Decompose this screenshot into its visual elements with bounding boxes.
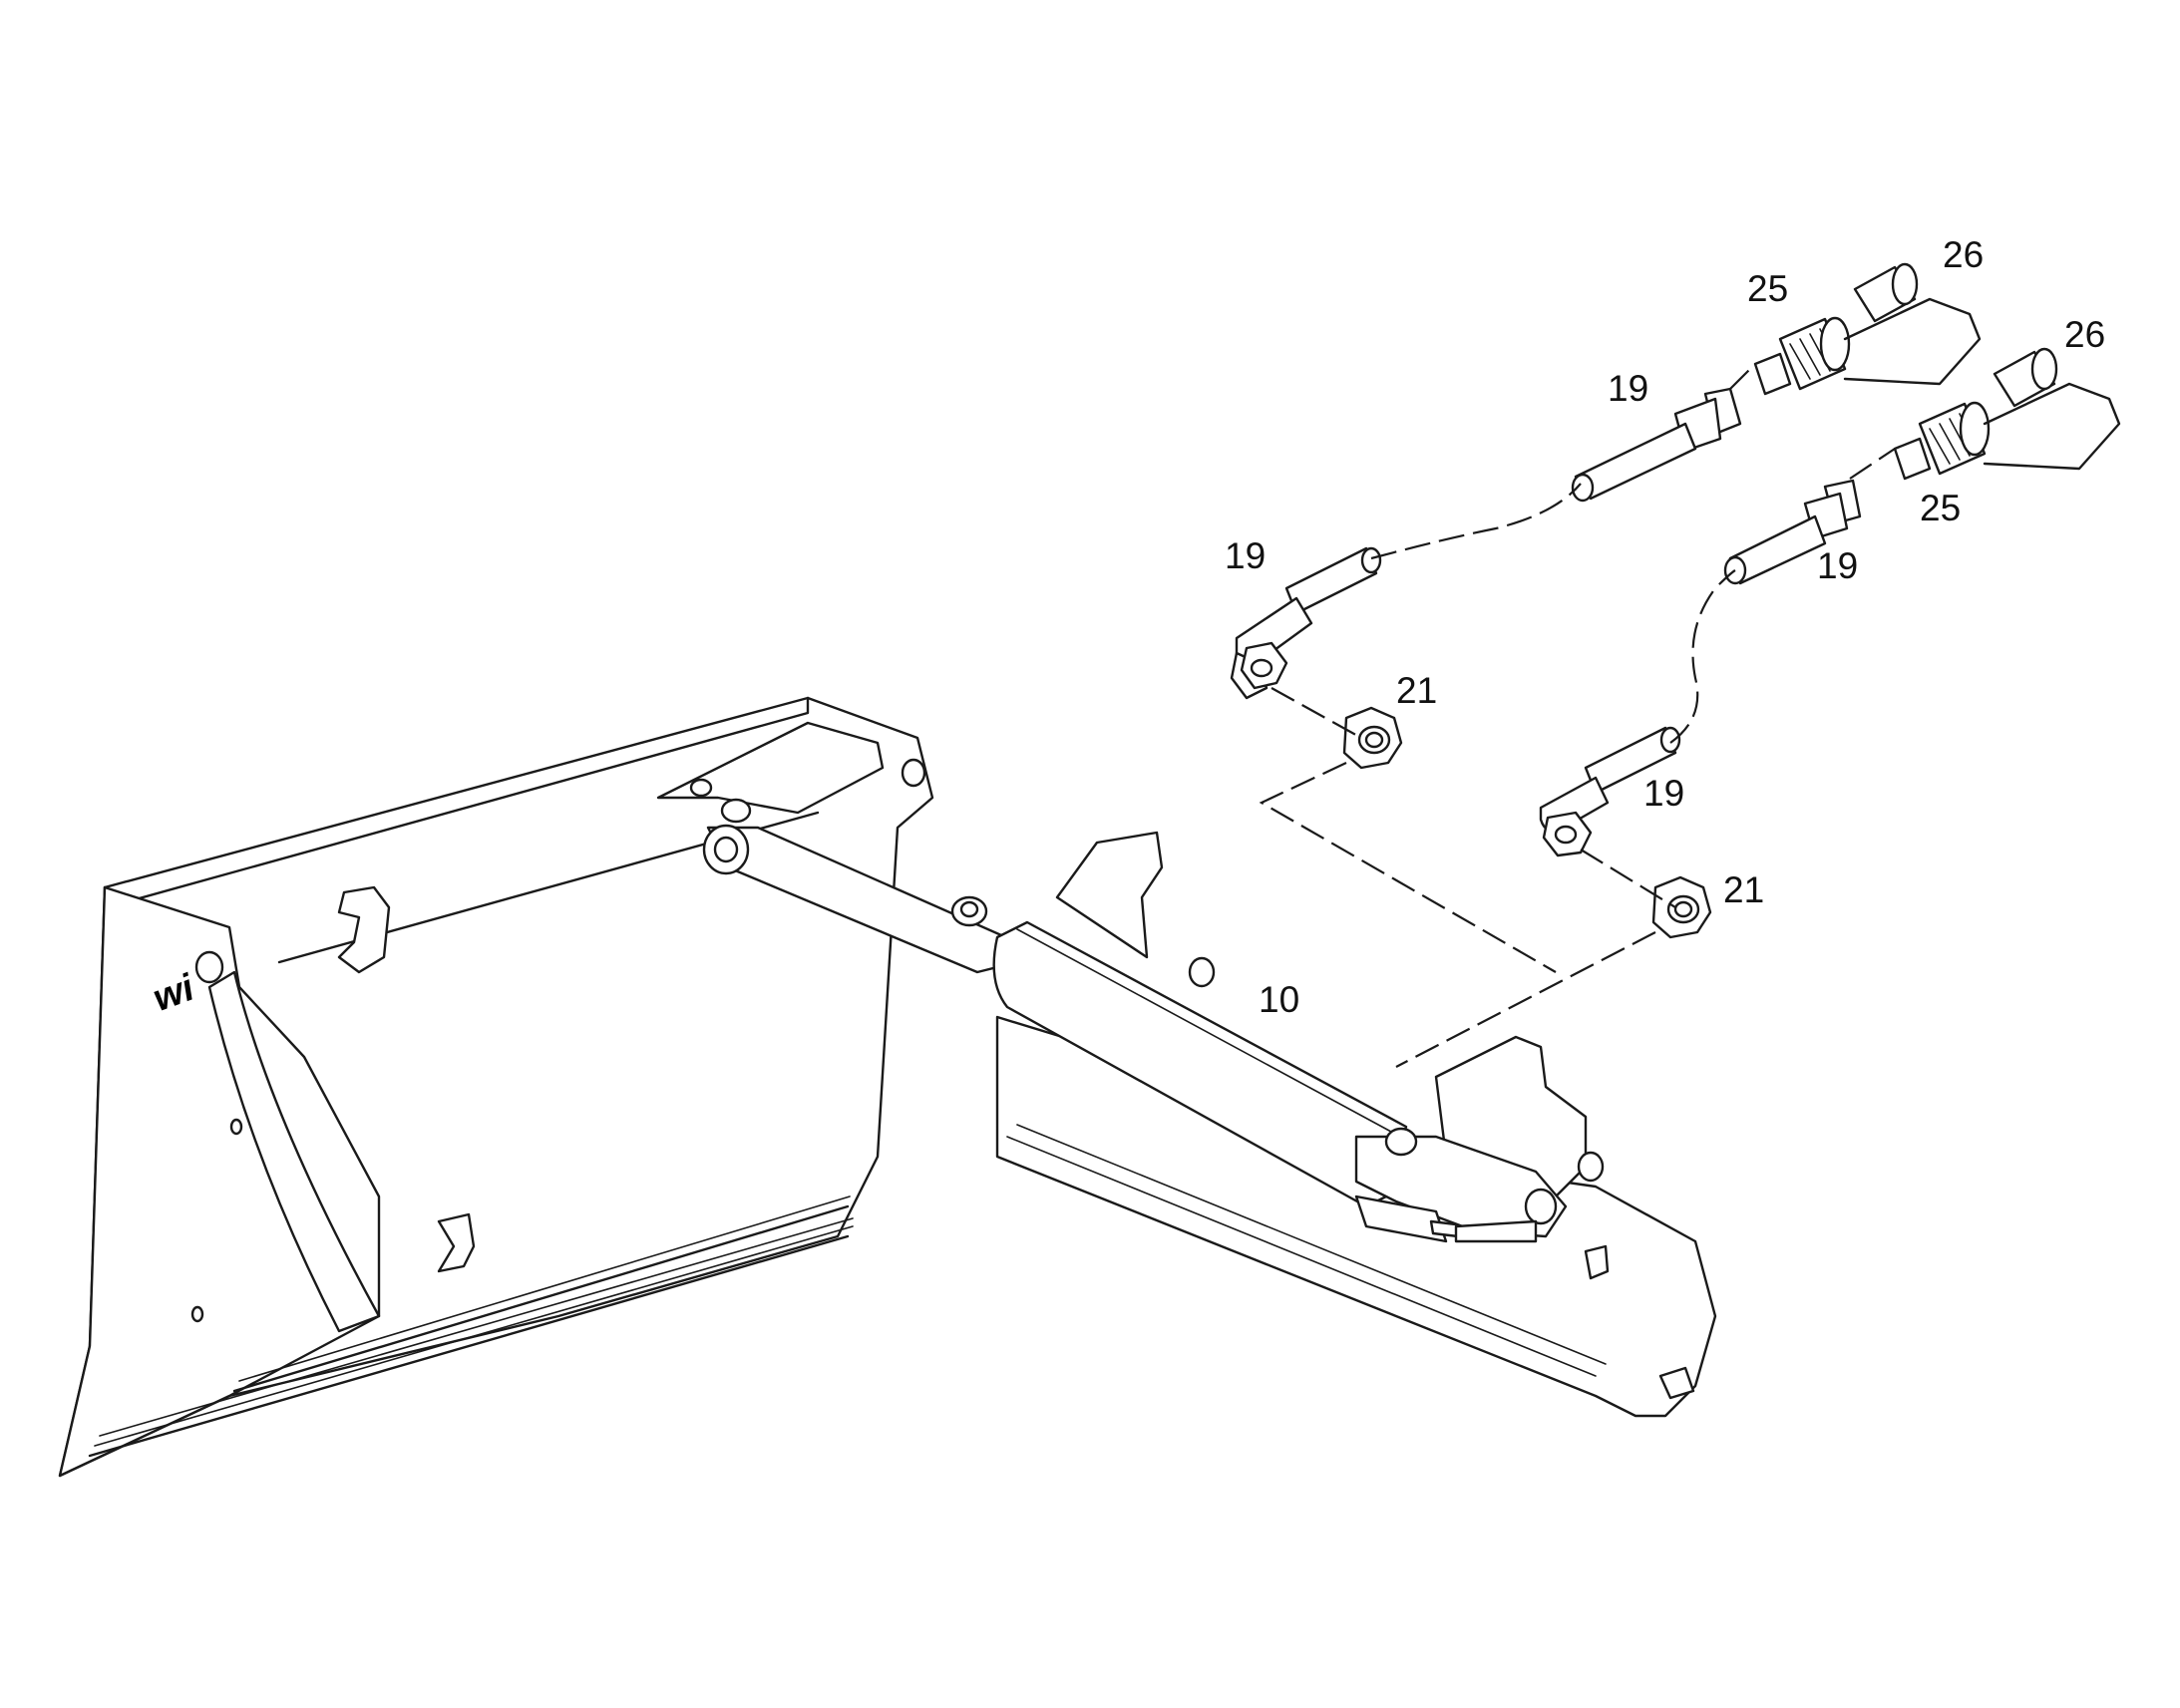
hose-lower <box>1539 479 1862 857</box>
callout-hose-upper-lower-end: 19 <box>1225 535 1266 576</box>
callout-coupler-upper: 25 <box>1747 268 1788 309</box>
coupler-lower <box>1893 347 2121 481</box>
callout-fitting-lower: 21 <box>1723 869 1764 910</box>
fitting-lower <box>1651 875 1712 939</box>
callout-coupler-lower: 25 <box>1920 488 1961 528</box>
bucket: wi <box>58 696 934 1478</box>
callout-hose-upper-end: 19 <box>1608 368 1648 409</box>
callout-fitting-upper: 21 <box>1396 670 1437 711</box>
fitting-upper <box>1342 706 1403 770</box>
callout-cap-lower: 26 <box>2064 314 2105 355</box>
hose-upper <box>1230 387 1742 700</box>
coupler-upper <box>1753 262 1982 396</box>
loader-arm <box>995 831 1717 1418</box>
callout-cap-upper: 26 <box>1943 234 1984 275</box>
callout-hose-lower-end: 19 <box>1817 545 1858 586</box>
callout-cylinder: 10 <box>1259 979 1299 1020</box>
connection-lines <box>1259 363 1896 1068</box>
callout-labels: 26 25 19 19 21 26 25 19 19 21 10 <box>1225 234 2105 1020</box>
callout-hose-lower-lower-end: 19 <box>1643 773 1684 814</box>
tilt-cylinder <box>702 798 1568 1243</box>
